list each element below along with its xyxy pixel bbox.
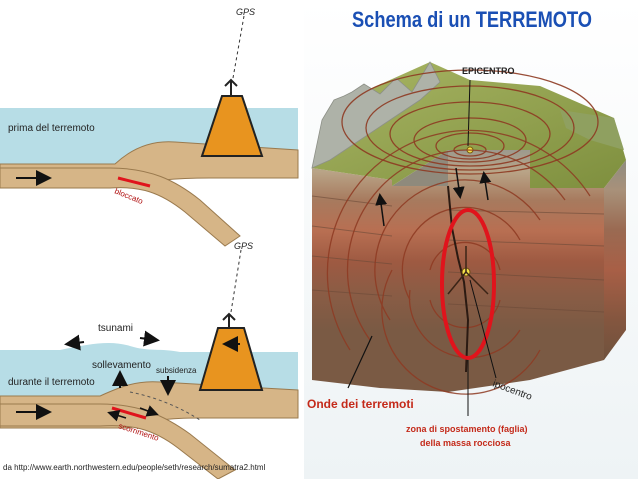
volcano-top [200,95,264,157]
source-credit: da http://www.earth.northwestern.edu/peo… [3,463,266,472]
gps-label-bottom: GPS [234,241,253,251]
gps-signal-top [232,15,245,79]
subsidence-label: subsidenza [156,366,197,375]
tsunami-arrow-left [64,334,85,351]
fault-arrow-up [479,171,492,201]
fault-zone-ring [440,208,496,360]
diagram-title: Schema di un TERREMOTO [352,7,592,32]
subducting-plate-top [0,167,241,247]
hypocenter [447,246,489,295]
forest [560,110,624,150]
fault-arrow-down [452,167,465,199]
surface-wave-rings [341,69,599,175]
gps-tripod-bottom [222,312,236,321]
waves-arrow-upper [375,193,388,227]
bottom-panel: GPS tsunami sollevamento subsidenza dura… [0,241,299,479]
subducting-plate-bottom [0,403,236,479]
epicenter-pointer [467,79,471,147]
locked-zone-line [117,176,151,188]
epicenter-label: EPICENTRO [462,66,515,76]
before-earthquake-label: prima del terremoto [8,123,95,134]
block-side-face [604,160,626,360]
mountains [311,61,441,169]
slip-zone-line [111,406,147,420]
slip-arrow-down [139,405,159,417]
block-lower-face [312,330,604,392]
waves-pointer [347,335,373,389]
waves-label: Onde dei terremoti [307,397,414,411]
during-earthquake-label: durante il terremoto [8,377,95,388]
fault-plane [447,185,470,373]
hypocenter-pointer [469,279,497,379]
gps-label-top: GPS [236,7,255,17]
previous-outline [129,391,201,421]
tsunami-arrow-right [139,330,160,347]
uplift-label: sollevamento [92,360,151,371]
gps-signal-bottom [230,249,242,313]
volcano-bottom [198,327,264,391]
slip-arrow-up [107,409,127,422]
block-diagram: Schema di un TERREMOTO EPICENTRO ipocent… [304,0,638,479]
gps-tripod-top [224,78,238,87]
tsunami-label: tsunami [98,323,133,334]
underground-wave-arcs [326,129,591,395]
top-panel: GPS prima del terremoto bloccato [0,7,299,247]
fault-zone-label-line2: della massa rocciosa [420,438,512,448]
fault-zone-label-line1: zona di spostamento (faglia) [406,424,528,434]
